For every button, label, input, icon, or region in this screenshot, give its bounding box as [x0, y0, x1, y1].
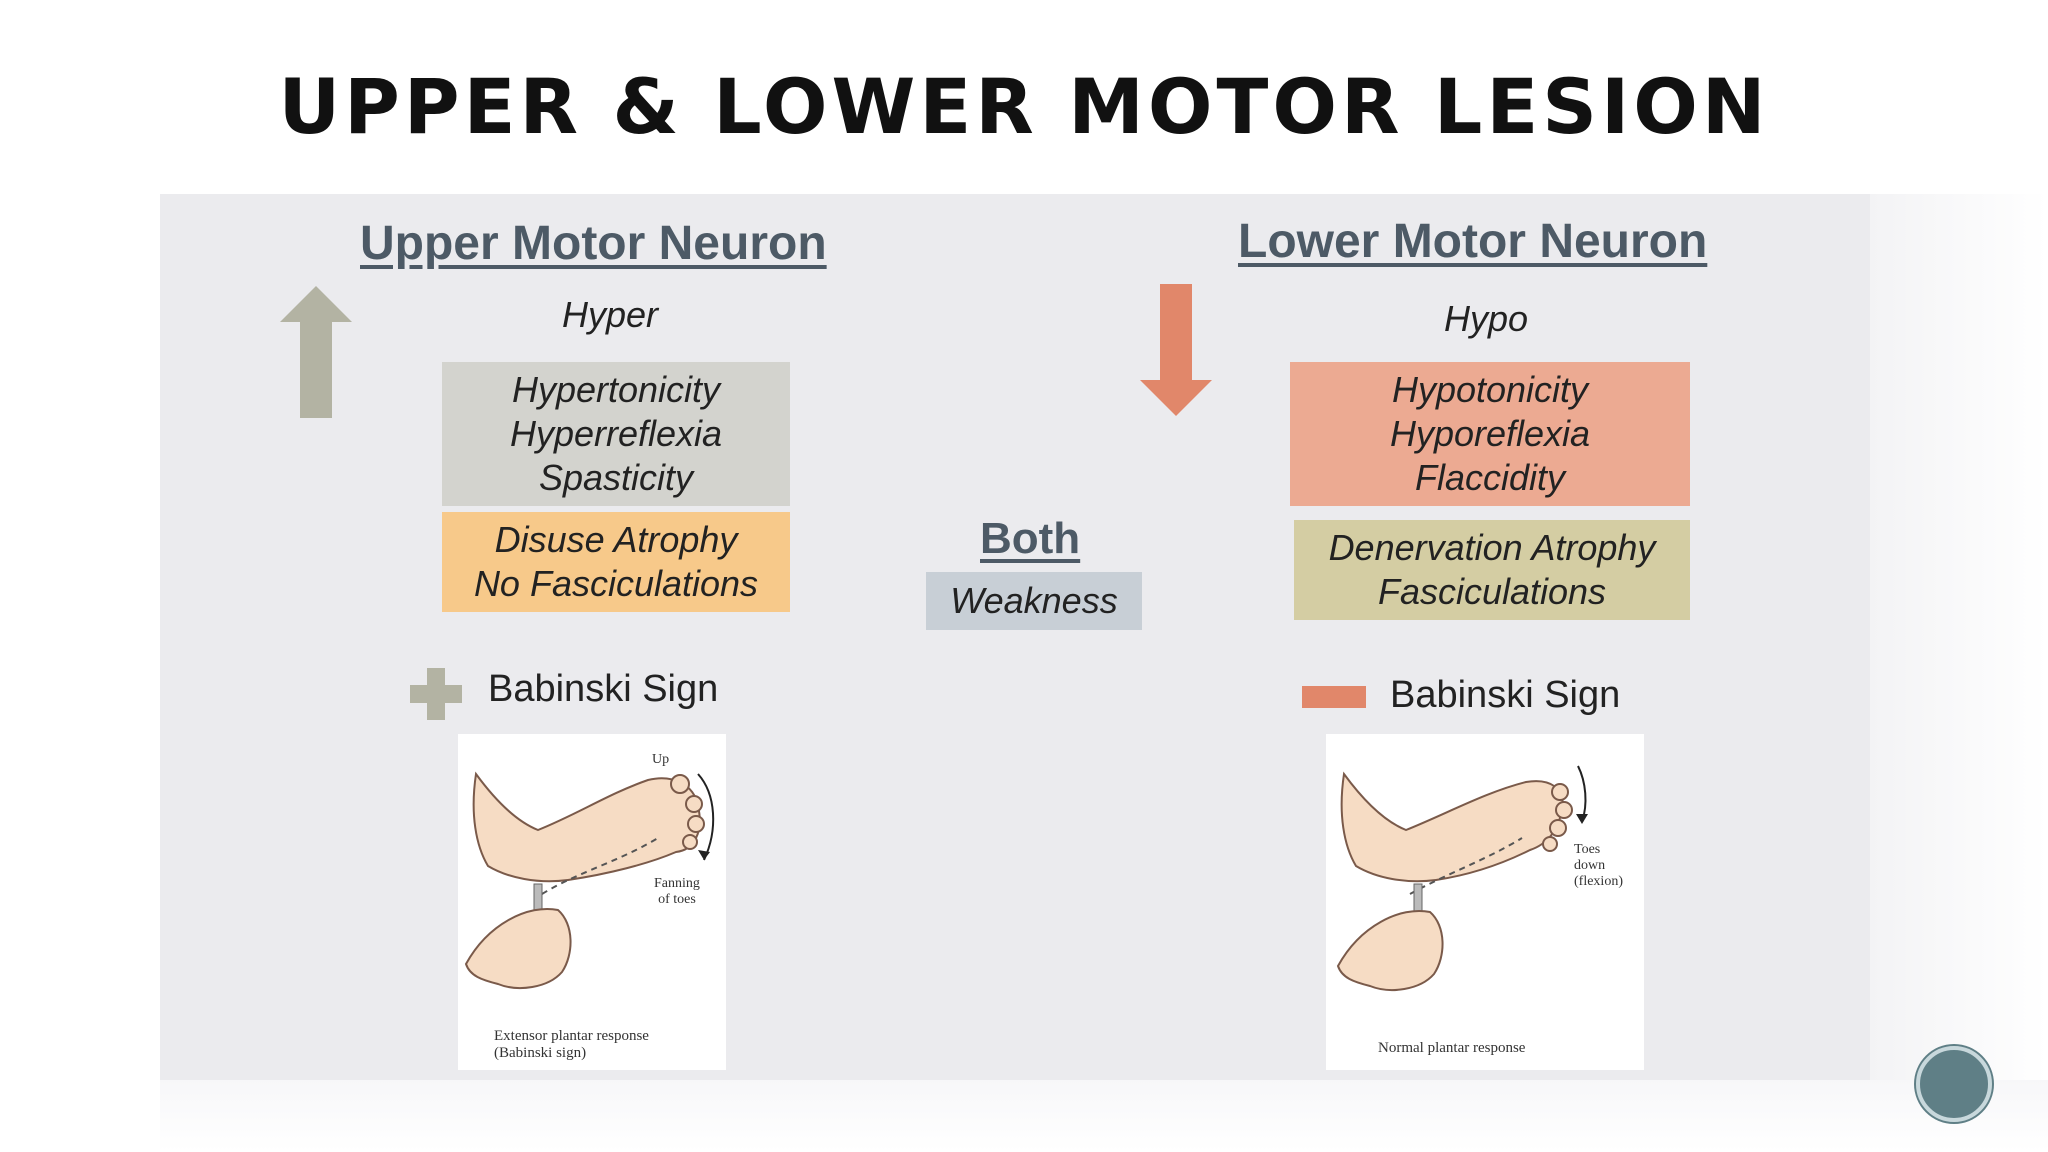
upper-babinski-label: Babinski Sign — [488, 668, 719, 710]
diagram-panel: Upper Motor Neuron Hyper Hypertonicity H… — [160, 194, 1870, 1080]
lower-atrophy: Fasciculations — [1377, 571, 1607, 612]
upper-direction: Hyper — [562, 294, 659, 335]
minus-icon — [1302, 686, 1366, 708]
upper-annotation-side: Fanning of toes — [654, 876, 700, 908]
lower-atrophy-box: Denervation Atrophy Fasciculations — [1294, 520, 1690, 620]
upper-atrophy: No Fasciculations — [473, 563, 759, 604]
upper-heading: Upper Motor Neuron — [360, 217, 827, 270]
lower-heading: Lower Motor Neuron — [1238, 215, 1708, 268]
slide-nav-button[interactable] — [1916, 1046, 1992, 1122]
foot-extensor-illustration — [464, 771, 715, 989]
lower-babinski-label: Babinski Sign — [1390, 674, 1621, 716]
lower-sign: Flaccidity — [1414, 457, 1566, 498]
upper-sign: Hyperreflexia — [509, 413, 723, 454]
lower-atrophy: Denervation Atrophy — [1328, 527, 1656, 568]
background-fade — [1870, 194, 2048, 1080]
lower-sign: Hyporeflexia — [1389, 413, 1591, 454]
upper-caption: Extensor plantar response (Babinski sign… — [494, 1028, 649, 1062]
lower-sign: Hypotonicity — [1391, 369, 1589, 410]
annotation-line: of toes — [658, 892, 696, 907]
arrow-up-icon — [280, 286, 352, 418]
caption-line: Extensor plantar response — [494, 1028, 649, 1044]
upper-foot-illustration: Up Fanning of toes Extensor plantar resp… — [458, 734, 726, 1070]
upper-signs-box: Hypertonicity Hyperreflexia Spasticity — [442, 362, 790, 506]
both-box: Weakness — [926, 572, 1142, 630]
upper-atrophy: Disuse Atrophy — [494, 519, 738, 560]
annotation-line: (flexion) — [1574, 874, 1623, 889]
upper-annotation-up: Up — [652, 752, 670, 767]
annotation-line: Fanning — [654, 876, 700, 891]
lower-annotation-side: Toes down (flexion) — [1574, 842, 1623, 890]
slide-title: UPPER & LOWER MOTOR LESION — [278, 62, 1770, 151]
caption-line: Normal plantar response — [1378, 1040, 1526, 1056]
both-value: Weakness — [950, 580, 1118, 621]
annotation-line: Toes — [1574, 842, 1601, 857]
lower-direction: Hypo — [1444, 298, 1529, 339]
upper-sign: Spasticity — [538, 457, 694, 498]
caption-line: (Babinski sign) — [494, 1045, 587, 1061]
upper-atrophy-box: Disuse Atrophy No Fasciculations — [442, 512, 790, 612]
lower-foot-illustration: Toes down (flexion) Normal plantar respo… — [1326, 734, 1644, 1070]
arrow-down-icon — [1140, 284, 1212, 416]
lower-signs-box: Hypotonicity Hyporeflexia Flaccidity — [1290, 362, 1690, 506]
both-heading: Both — [980, 514, 1081, 563]
upper-sign: Hypertonicity — [511, 369, 721, 410]
foot-normal-illustration — [1336, 765, 1588, 991]
background-fade-bottom — [160, 1080, 2048, 1152]
plus-icon — [410, 668, 462, 720]
lower-caption: Normal plantar response — [1378, 1040, 1525, 1057]
annotation-line: down — [1574, 858, 1606, 873]
